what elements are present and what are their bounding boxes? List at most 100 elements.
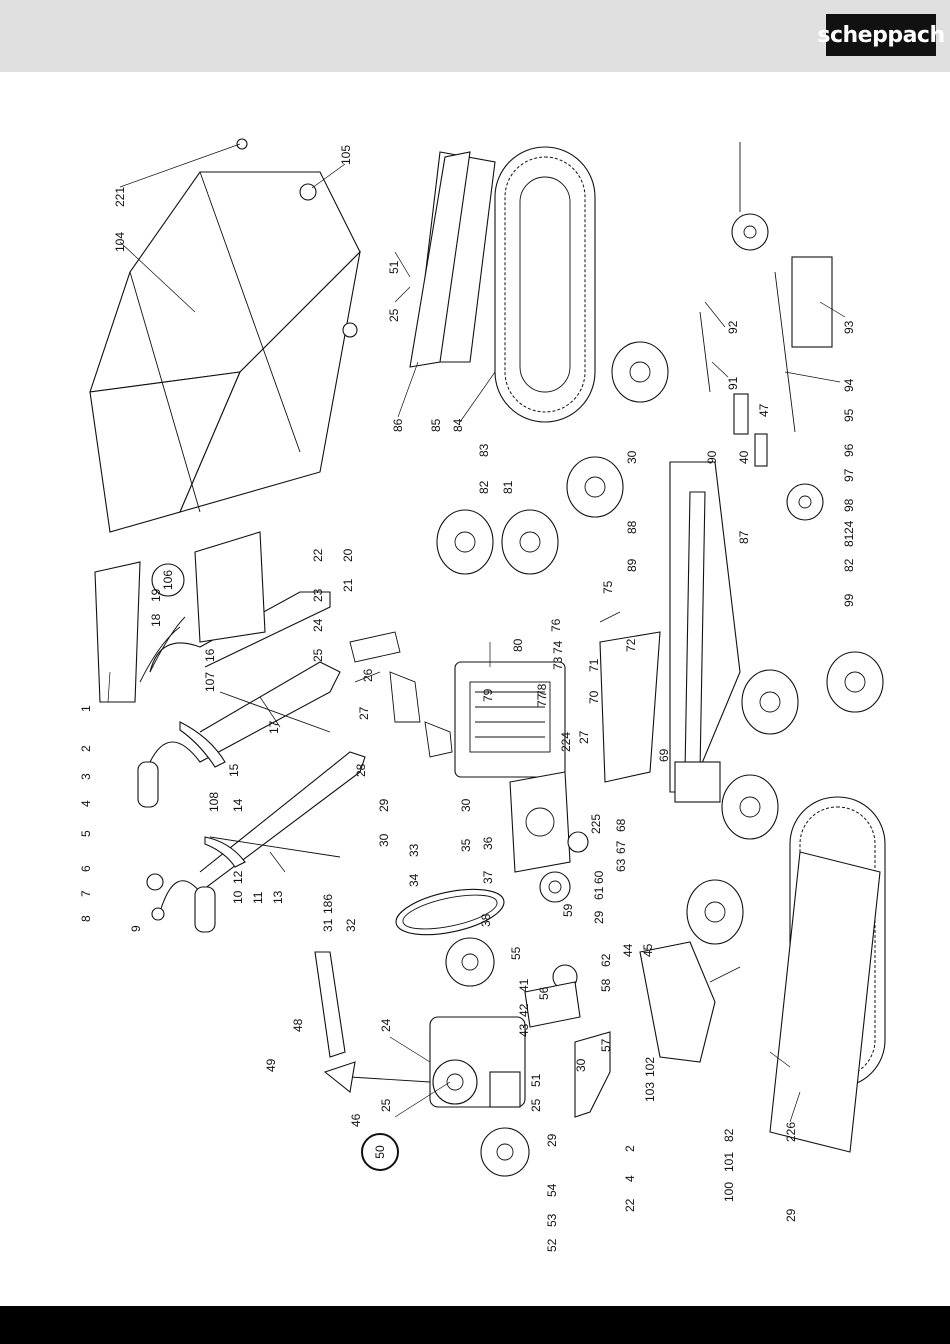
part-label: 57 <box>599 1038 613 1052</box>
belt-cover-part <box>524 941 716 1118</box>
part-label: 17 <box>267 720 281 734</box>
part-label: 68 <box>614 818 628 832</box>
part-label: 2 <box>623 1145 637 1152</box>
part-label: 24 <box>379 1018 393 1032</box>
part-label: 25 <box>311 648 325 662</box>
part-label: 30 <box>459 798 473 812</box>
part-label: 104 <box>113 232 127 252</box>
part-label: 102 <box>643 1057 657 1077</box>
part-label: 5 <box>79 830 93 837</box>
part-label: 34 <box>407 873 421 887</box>
part-label: 186 <box>321 894 335 914</box>
part-label: 45 <box>641 943 655 957</box>
part-label: 103 <box>643 1082 657 1102</box>
part-label: 30 <box>625 450 639 464</box>
part-label: 22 <box>623 1198 637 1212</box>
part-label: 59 <box>561 903 575 917</box>
svg-text:106: 106 <box>161 570 175 590</box>
engine-part <box>454 661 566 778</box>
part-label: 75 <box>601 580 615 594</box>
part-label: 28 <box>354 763 368 777</box>
part-label: 20 <box>341 548 355 562</box>
part-label: 82 <box>722 1128 736 1142</box>
part-label: 69 <box>657 748 671 762</box>
part-label: 32 <box>344 918 358 932</box>
part-label: 98 <box>842 498 856 512</box>
circled-label-50: 50 <box>361 1133 399 1171</box>
part-label: 95 <box>842 408 856 422</box>
part-label: 26 <box>361 668 375 682</box>
engine-plate-part <box>509 771 571 873</box>
part-label: 31 <box>321 918 335 932</box>
part-label: 107 <box>203 672 217 692</box>
part-label: 42 <box>517 1003 531 1017</box>
part-label: 13 <box>271 890 285 904</box>
part-labels: 221 104 105 51 25 86 84 85 83 82 81 92 9… <box>79 145 856 1252</box>
part-label: 99 <box>842 593 856 607</box>
main-frame-part <box>599 461 741 803</box>
part-label: 77 <box>535 693 549 707</box>
axle-assembly <box>699 142 833 467</box>
hopper-part <box>89 138 361 533</box>
part-label: 100 <box>722 1182 736 1202</box>
part-label: 24 <box>311 618 325 632</box>
part-label: 8 <box>79 915 93 922</box>
part-label: 86 <box>391 418 405 432</box>
part-label: 14 <box>231 798 245 812</box>
part-label: 101 <box>722 1152 736 1172</box>
part-label: 6 <box>79 865 93 872</box>
part-label: 85 <box>429 418 443 432</box>
part-label: 54 <box>545 1183 559 1197</box>
part-label: 58 <box>599 978 613 992</box>
part-label: 16 <box>203 648 217 662</box>
part-label: 2 <box>79 745 93 752</box>
part-label: 19 <box>149 588 163 602</box>
header-bar <box>0 0 950 72</box>
v-belt-part <box>395 888 505 936</box>
part-label: 93 <box>842 320 856 334</box>
part-label: 12 <box>231 870 245 884</box>
leader-lines <box>107 143 846 1123</box>
part-label: 76 <box>549 618 563 632</box>
part-label: 41 <box>517 978 531 992</box>
part-label: 43 <box>517 1023 531 1037</box>
part-label: 78 <box>535 683 549 697</box>
part-label: 29 <box>377 798 391 812</box>
part-label: 29 <box>784 1208 798 1222</box>
part-label: 82 <box>842 558 856 572</box>
part-label: 105 <box>339 145 353 165</box>
part-label: 53 <box>545 1213 559 1227</box>
part-label: 97 <box>842 468 856 482</box>
part-label: 81 <box>501 480 515 494</box>
part-label: 15 <box>227 763 241 777</box>
part-label: 81 <box>842 533 856 547</box>
part-label: 7 <box>79 890 93 897</box>
part-label: 51 <box>387 260 401 274</box>
part-label: 88 <box>625 520 639 534</box>
part-label: 92 <box>726 320 740 334</box>
part-label: 35 <box>459 838 473 852</box>
sprockets-part <box>445 831 589 1177</box>
part-label: 84 <box>451 418 465 432</box>
part-label: 63 <box>614 858 628 872</box>
grip-parts <box>137 761 216 933</box>
part-label: 52 <box>545 1238 559 1252</box>
part-label: 46 <box>349 1113 363 1127</box>
part-label: 83 <box>477 443 491 457</box>
part-label: 55 <box>509 946 523 960</box>
part-label: 61 <box>592 886 606 900</box>
part-label: 91 <box>726 376 740 390</box>
exploded-parts-diagram: 106 50 221 104 105 51 25 86 84 85 83 82 … <box>79 138 886 1252</box>
part-label: 10 <box>231 890 245 904</box>
part-label: 4 <box>79 800 93 807</box>
part-label: 9 <box>129 925 143 932</box>
gearbox-part <box>349 1016 526 1108</box>
part-label: 33 <box>407 843 421 857</box>
part-label: 25 <box>529 1098 543 1112</box>
svg-text:50: 50 <box>373 1145 387 1159</box>
part-label: 27 <box>357 706 371 720</box>
part-label: 226 <box>784 1122 798 1142</box>
part-label: 44 <box>621 943 635 957</box>
part-label: 89 <box>625 558 639 572</box>
part-label: 25 <box>387 308 401 322</box>
